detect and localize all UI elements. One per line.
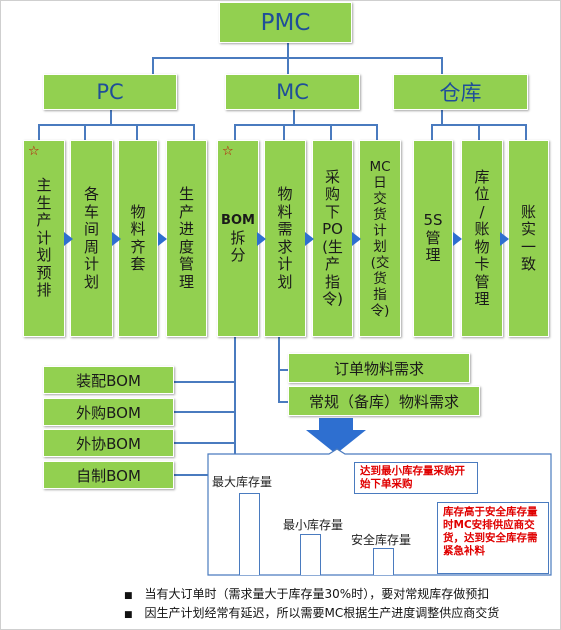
arrow-right-icon [500,232,509,246]
safety-stock-bar [373,548,394,575]
mc-item-material-plan: 物 料 需 求 计 划 [264,140,306,337]
connector-line [174,411,235,413]
connector-line [193,124,195,141]
connector-line [234,124,377,126]
connector-line [441,57,443,77]
connector-line [234,124,236,141]
down-arrow-icon [306,418,366,454]
connector-line [152,57,154,77]
connector-line [376,124,378,141]
order-material-demand: 订单物料需求 [288,353,470,383]
connector-line [525,124,527,141]
connector-line [287,43,289,57]
mc-item-daily-delivery: MC 日 交 货 计 划 (交 货 指 令) [359,140,401,337]
star-icon: ☆ [222,144,234,159]
pc-item-material-kit: 物 料 齐 套 [118,140,158,337]
safety-stock-note: 库存高于安全库存量时MC安排供应商交货，达到安全库存需紧急补料 [437,502,549,574]
connector-line [84,124,86,141]
connector-line [38,124,194,126]
mc-box: MC [225,74,360,110]
bom-type-assembly: 装配BOM [43,366,174,394]
mc-item-bom: ☆ BOM 拆 分 [217,140,259,337]
min-stock-bar [300,534,321,575]
connector-line [234,337,236,482]
connector-line [152,57,441,59]
star-icon: ☆ [28,144,40,159]
pc-box: PC [43,74,177,110]
connector-line [431,124,433,141]
connector-line [478,124,480,141]
min-stock-label: 最小库存量 [283,518,344,532]
bom-type-purchased: 外购BOM [43,398,174,426]
wh-item-location-mgmt: 库 位 / 账 物 卡 管 理 [461,140,503,337]
bullet-note-schedule-delay: ■因生产计划经常有延迟，所以需要MC根据生产进度调整供应商交货 [124,606,500,620]
pmc-label: PMC [260,9,311,36]
connector-line [174,381,235,383]
bullet-square-icon: ■ [124,591,133,601]
arrow-right-icon [64,232,73,246]
arrow-right-icon [305,232,314,246]
regular-material-demand: 常规（备库）物料需求 [288,386,480,416]
pc-item-master-plan: ☆ 主 生 产 计 划 预 排 [23,140,65,337]
wh-item-book-consistency: 账 实 一 致 [508,140,549,337]
connector-line [293,110,295,124]
connector-line [283,124,285,141]
connector-line [278,369,288,371]
bullet-square-icon: ■ [124,610,133,620]
connector-line [287,57,289,77]
max-stock-bar [239,493,260,575]
connector-line [174,442,235,444]
arrow-right-icon [453,232,462,246]
warehouse-label: 仓库 [439,81,482,105]
connector-line [441,110,443,124]
connector-line [174,474,235,476]
safety-stock-label: 安全库存量 [351,533,412,547]
arrow-right-icon [352,232,361,246]
connector-line [38,124,40,141]
pc-item-progress-mgmt: 生 产 进 度 管 理 [166,140,207,337]
pc-label: PC [96,80,124,104]
min-stock-note: 达到最小库存量采购开始下单采购 [354,462,478,494]
pmc-box: PMC [219,2,352,43]
mc-item-po: 采 购 下 PO (生 产 指 令) [312,140,353,337]
arrow-right-icon [112,232,121,246]
wh-item-5s: 5S 管 理 [413,140,453,337]
mc-label: MC [276,80,309,104]
connector-line [330,124,332,141]
arrow-right-icon [158,232,167,246]
bom-type-outsourced: 外协BOM [43,429,174,457]
warehouse-box: 仓库 [393,74,528,110]
max-stock-label: 最大库存量 [212,475,273,489]
arrow-right-icon [257,232,266,246]
bom-type-self-made: 自制BOM [43,461,174,489]
pc-item-weekly-plan: 各 车 间 周 计 划 [70,140,113,337]
connector-line [136,124,138,141]
connector-line [278,401,288,403]
bullet-note-large-order: ■当有大订单时（需求量大于库存量30%时），要对常规库存做预扣 [124,587,490,601]
connector-line [110,110,112,124]
